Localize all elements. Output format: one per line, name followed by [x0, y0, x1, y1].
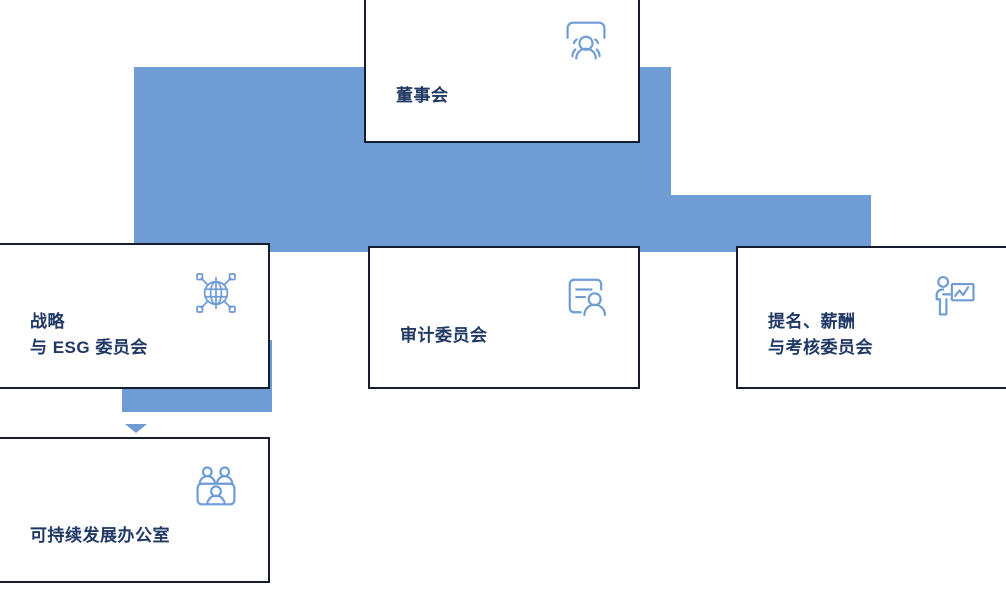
node-label-nomination: 提名、薪酬 与考核委员会 [768, 312, 873, 357]
connector-strategy-to-office-lower [122, 385, 272, 412]
board-meeting-icon [560, 14, 612, 66]
document-person-icon [560, 270, 612, 322]
node-card-sustainability-office[interactable]: 可持续发展办公室 [0, 437, 270, 583]
connector-arrow-head-icon [125, 424, 147, 433]
node-card-nomination[interactable]: 提名、薪酬 与考核委员会 [736, 246, 1006, 389]
node-label-audit: 审计委员会 [400, 326, 488, 345]
node-label-sustainability-office: 可持续发展办公室 [30, 526, 170, 545]
presenter-chart-icon [928, 270, 980, 322]
globe-network-icon [190, 267, 242, 319]
node-card-strategy-esg[interactable]: 战略 与 ESG 委员会 [0, 243, 270, 389]
node-label-strategy-esg: 战略 与 ESG 委员会 [30, 312, 148, 357]
node-card-board[interactable]: 董事会 [364, 0, 640, 143]
node-card-audit[interactable]: 审计委员会 [368, 246, 640, 389]
people-group-icon [190, 461, 242, 513]
node-label-board: 董事会 [396, 86, 449, 105]
